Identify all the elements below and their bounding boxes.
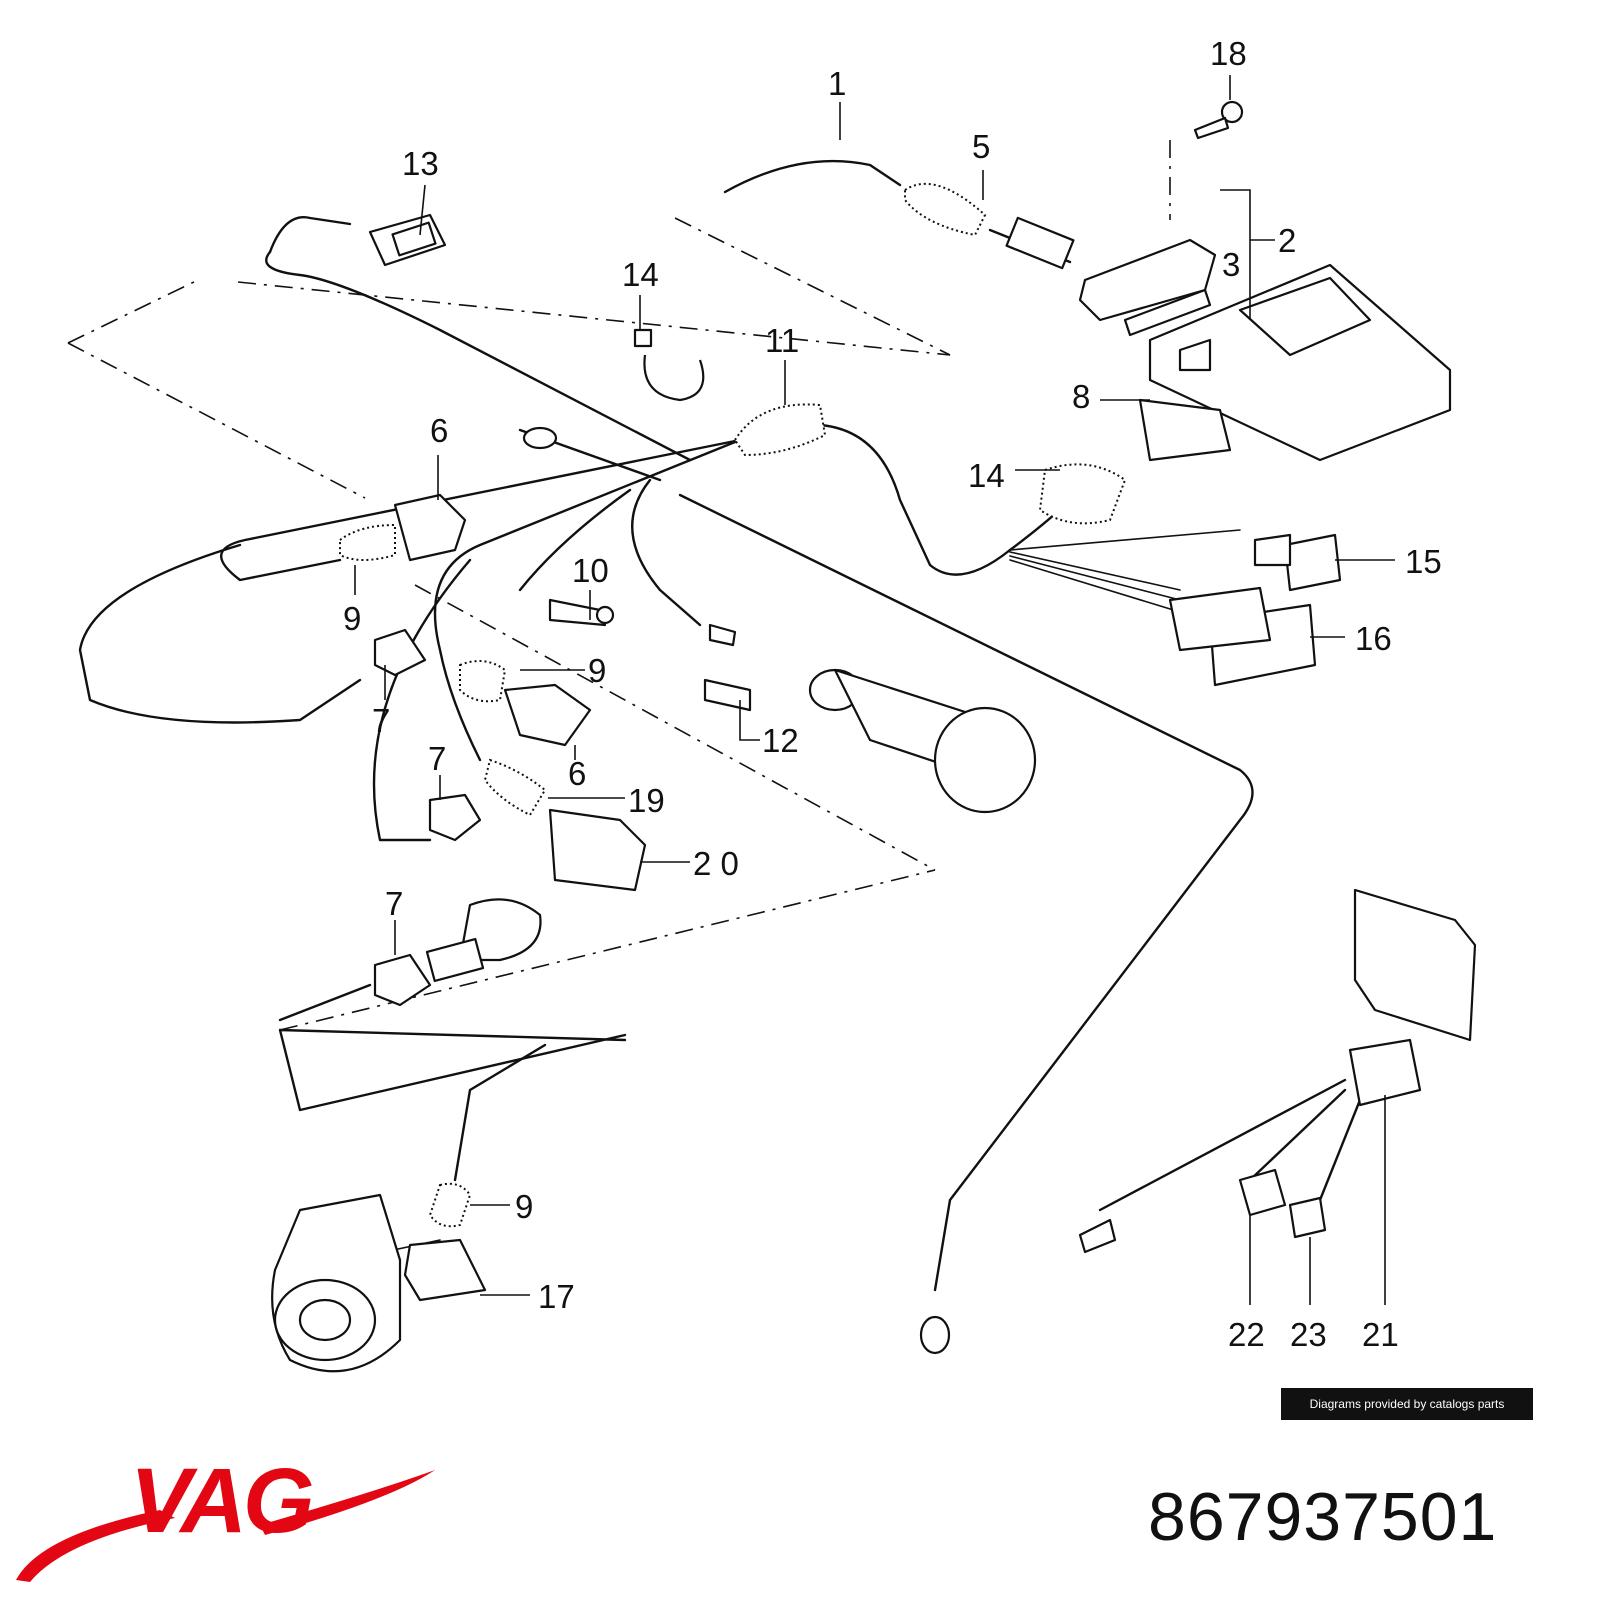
callout-6-middle: 6 <box>568 755 586 792</box>
callout-10: 10 <box>572 552 609 589</box>
vag-logo: VAG <box>16 1450 435 1582</box>
callout-8: 8 <box>1072 378 1090 415</box>
assembly-lines <box>67 140 1171 1031</box>
logo-swoosh <box>16 1510 175 1582</box>
callout-19: 19 <box>628 782 665 819</box>
callout-17: 17 <box>538 1278 575 1315</box>
callout-7-top: 7 <box>372 702 390 739</box>
callout-7-lower: 7 <box>385 885 403 922</box>
callout-9-lower: 9 <box>515 1188 533 1225</box>
part-number: 867937501 <box>1148 1479 1498 1555</box>
callout-14-top: 14 <box>622 256 659 293</box>
callout-3: 3 <box>1222 246 1240 283</box>
callout-7-middle: 7 <box>428 740 446 777</box>
callout-14-right: 14 <box>968 457 1005 494</box>
parts <box>271 100 1477 1373</box>
logo-text: VAG <box>130 1450 312 1552</box>
callout-2: 2 <box>1278 222 1296 259</box>
callout-15: 15 <box>1405 543 1442 580</box>
callout-13: 13 <box>402 145 439 182</box>
wires <box>78 159 1362 1292</box>
callout-6-top: 6 <box>430 412 448 449</box>
callout-5: 5 <box>972 128 990 165</box>
callout-21: 21 <box>1362 1316 1399 1353</box>
callout-12: 12 <box>762 722 799 759</box>
callout-11: 11 <box>765 322 799 359</box>
logo-swoosh-tail <box>260 1470 435 1535</box>
callout-9-middle: 9 <box>588 652 606 689</box>
callout-16: 16 <box>1355 620 1392 657</box>
callout-9-top: 9 <box>343 600 361 637</box>
callout-22: 22 <box>1228 1316 1265 1353</box>
leader-lines <box>354 75 1395 1305</box>
callout-23: 23 <box>1290 1316 1327 1353</box>
credit-badge: Diagrams provided by catalogs parts <box>1281 1388 1533 1420</box>
callout-labels: 1 2 3 5 8 18 13 14 11 14 15 16 6 9 10 9 … <box>343 35 1442 1353</box>
callout-20: 2 0 <box>693 845 739 882</box>
callout-1: 1 <box>828 65 846 102</box>
callout-18: 18 <box>1210 35 1247 72</box>
